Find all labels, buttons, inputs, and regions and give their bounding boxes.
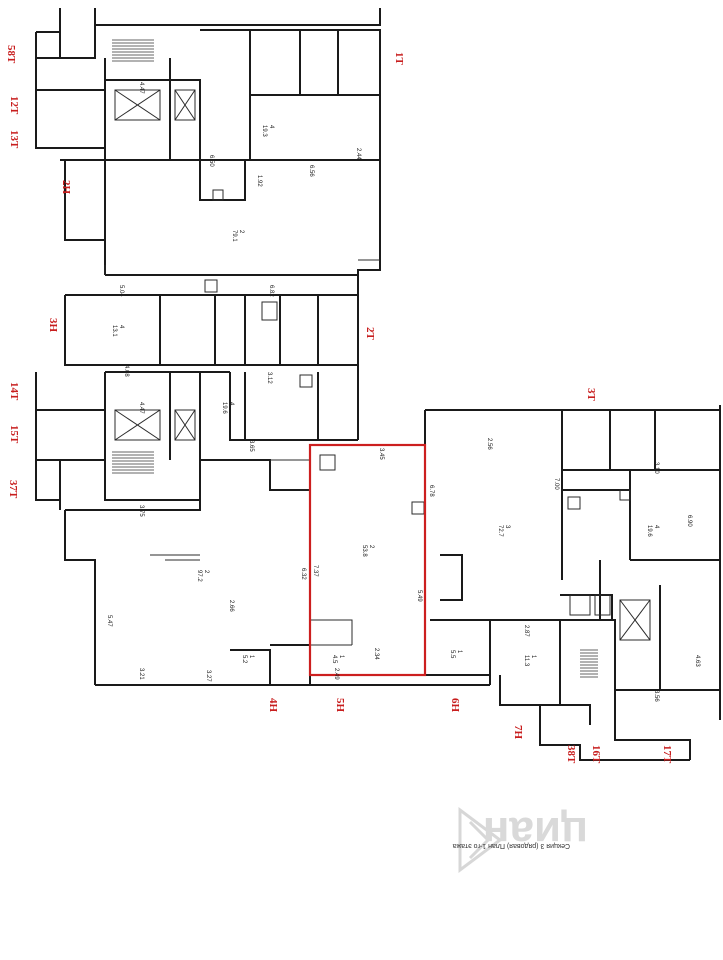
- axis-label: 12T: [8, 96, 20, 115]
- room-label: 413.1: [111, 325, 124, 337]
- dimension: 4.63: [694, 655, 700, 667]
- room-label: 419.3: [261, 125, 274, 137]
- room-label: 419.6: [221, 402, 234, 414]
- room-labels: 279.1 297.2 253.8 372.7 419.6 419.3 14.5…: [111, 125, 659, 667]
- dimension: 2.66: [228, 600, 234, 612]
- dimension: 6.56: [308, 165, 314, 177]
- dimension: 6.32: [300, 568, 306, 580]
- axis-label: 15T: [8, 425, 20, 444]
- dimension: 4.08: [123, 365, 129, 377]
- dimension: 3.21: [138, 668, 144, 680]
- axis-label: 5H: [334, 698, 346, 713]
- dimension: 7.37: [312, 565, 318, 577]
- room-label: 111.3: [523, 655, 536, 667]
- dimension: 2.34: [373, 648, 379, 660]
- axis-label: 37T: [7, 480, 19, 499]
- axis-markers: 58T 12T 13T 2H 3H 14T 15T 37T 1T 2T 3T 4…: [5, 45, 673, 764]
- dimension: 6.50: [208, 155, 214, 167]
- axis-label: 58T: [5, 45, 17, 64]
- dimension: 5.47: [106, 615, 112, 627]
- axis-label: 1T: [393, 52, 405, 66]
- selected-unit-outline[interactable]: [308, 443, 427, 677]
- lift-shafts: [114, 89, 651, 641]
- axis-label: 6H: [449, 698, 461, 713]
- dimension: 3.75: [138, 505, 144, 517]
- room-label: 419.6: [646, 525, 659, 537]
- dimension: 7.00: [553, 478, 559, 490]
- room-label: 279.1: [231, 230, 244, 242]
- room-label: 15.2: [241, 655, 254, 664]
- dimension: 2.44: [355, 148, 361, 160]
- room-label: 372.7: [497, 525, 510, 537]
- axis-label: 7H: [512, 725, 524, 740]
- room-label: 15.5: [449, 650, 462, 659]
- dimension: 6.90: [686, 515, 692, 527]
- watermark-text: циан: [483, 808, 588, 857]
- stairs: [112, 39, 598, 678]
- dimension: 5.49: [416, 590, 422, 602]
- dimension: 2.87: [523, 625, 529, 637]
- dimension: 3.10: [653, 462, 659, 474]
- plan-caption: Секция 3 (рядовая) План 1-го этажа: [453, 842, 570, 849]
- room-label: 14.5: [331, 655, 344, 664]
- axis-label: 2H: [60, 180, 72, 195]
- dimension: 1.92: [256, 175, 262, 187]
- axis-label: 3H: [47, 318, 59, 333]
- axis-label: 13T: [8, 130, 20, 149]
- dimension: 2.56: [486, 438, 492, 450]
- dimension: 4.47: [138, 82, 144, 94]
- room-label: 297.2: [196, 570, 209, 582]
- outer-walls: [35, 8, 721, 761]
- dimension: 3.27: [205, 670, 211, 682]
- axis-label: 14T: [8, 382, 20, 401]
- dimension: 2.49: [333, 668, 339, 680]
- dimension: 6.78: [428, 485, 434, 497]
- dimension: 3.56: [653, 690, 659, 702]
- axis-label: 3T: [585, 388, 597, 402]
- watermark: циан: [458, 807, 588, 873]
- dimension-labels: 6.50 6.56 6.82 5.04 3.45 6.78 7.37 5.49 …: [106, 82, 700, 702]
- dimension: 4.47: [138, 402, 144, 414]
- axis-label: 38T: [565, 745, 577, 764]
- axis-label: 17T: [661, 745, 673, 764]
- dimension: 3.65: [248, 440, 254, 452]
- room-label: 253.8: [361, 545, 374, 557]
- axis-label: 2T: [364, 327, 376, 341]
- dimension: 5.04: [118, 285, 124, 297]
- interior-details: [104, 189, 631, 646]
- axis-label: 4H: [267, 698, 279, 713]
- axis-label: 16T: [590, 745, 602, 764]
- dimension: 3.45: [378, 448, 384, 460]
- dimension: 3.12: [266, 372, 272, 384]
- dimension: 6.82: [268, 285, 274, 297]
